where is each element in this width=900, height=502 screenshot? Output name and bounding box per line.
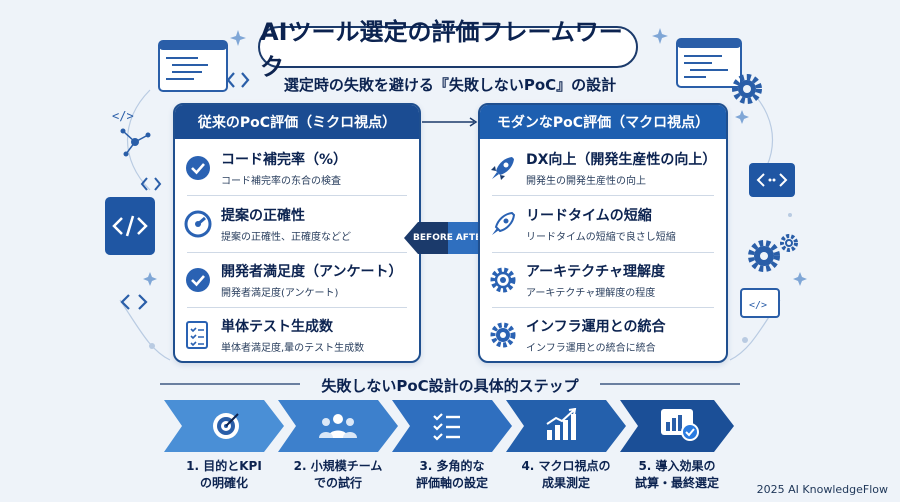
list-item: コード補完率（%） コード補完率の东合の検査 <box>175 141 419 195</box>
step-label: 5. 導入効果の 試算・最終選定 <box>634 459 719 490</box>
item-description: 開発生の開発生産性の向上 <box>526 176 646 187</box>
list-item: 開発者満足度（アンケート） 開発者満足度(アンケート) <box>175 253 419 307</box>
before-label: BEFORE <box>413 233 453 243</box>
code-tag-icon: </> <box>112 109 134 123</box>
item-description: インフラ運用との統合に統合 <box>526 343 656 354</box>
code-window-icon <box>749 163 795 197</box>
divider <box>492 252 714 253</box>
connector-arrow-icon <box>422 117 478 127</box>
page-title: AIツール選定の評価フレームワーク <box>258 18 638 81</box>
code-brackets-icon <box>140 177 162 191</box>
list-item: 提案の正確性 提案の正確性、正確度などど <box>175 197 419 251</box>
step-chevron <box>278 400 398 452</box>
step-label: 3. 多角的な 評価軸の設定 <box>415 459 488 490</box>
network-icon <box>120 128 151 157</box>
rocket-icon <box>480 197 526 251</box>
rocket-icon <box>480 141 526 195</box>
checklist-icon <box>433 413 460 441</box>
item-description: リードタイムの短縮で良さし短縮 <box>526 232 676 243</box>
check-circle-icon <box>175 253 221 307</box>
target-icon <box>213 413 239 439</box>
item-title: リードタイムの短縮 <box>526 208 652 224</box>
gauge-icon <box>175 197 221 251</box>
divider <box>187 195 407 196</box>
gear-icon <box>480 253 526 307</box>
divider <box>492 307 714 308</box>
gear-icon <box>780 234 798 252</box>
item-title: コード補完率（%） <box>221 152 348 168</box>
item-title: 開発者満足度（アンケート） <box>221 264 403 280</box>
svg-text:</>: </> <box>749 300 767 311</box>
item-title: 単体テスト生成数 <box>221 319 333 335</box>
gear-icon <box>748 240 780 272</box>
code-file-icon <box>105 197 155 255</box>
gear-icon <box>732 74 762 104</box>
code-window-icon: </> <box>740 288 780 318</box>
divider <box>187 252 407 253</box>
item-description: 単体者満足度,暈のテスト生成数 <box>221 343 365 354</box>
dashboard-check-icon <box>661 409 699 441</box>
traditional-poc-header: 従来のPoC評価（ミクロ視点） <box>175 105 419 139</box>
step-label: 1. 目的とKPI の明確化 <box>186 459 262 490</box>
checklist-document-icon <box>175 308 221 361</box>
steps-title: 失敗しないPoC設計の具体的ステップ <box>321 377 579 395</box>
modern-poc-header: モダンなPoC評価（マクロ視点） <box>480 105 726 139</box>
list-item: アーキテクチャ理解度 アーキテクチャ理解度の程度 <box>480 253 726 307</box>
divider <box>492 195 714 196</box>
code-window-icon <box>676 38 742 88</box>
step-label: 4. マクロ視点の 成果測定 <box>521 459 611 490</box>
step-label: 2. 小規模チーム での試行 <box>293 459 383 490</box>
list-item: インフラ運用との統合 インフラ運用との統合に統合 <box>480 308 726 361</box>
item-title: インフラ運用との統合 <box>526 319 666 335</box>
item-title: 提案の正確性 <box>221 208 305 224</box>
item-description: アーキテクチャ理解度の程度 <box>526 288 656 299</box>
list-item: 単体テスト生成数 単体者満足度,暈のテスト生成数 <box>175 308 419 361</box>
growth-chart-icon <box>546 408 577 440</box>
code-window-icon <box>158 40 228 92</box>
section-divider <box>160 383 740 385</box>
after-label: AFTER <box>455 233 489 243</box>
modern-poc-panel: モダンなPoC評価（マクロ視点） DX向上（開発生産性の向上） 開発生の開発生産… <box>478 103 728 363</box>
svg-text:</>: </> <box>112 109 134 123</box>
footer-credit: 2025 AI KnowledgeFlow <box>756 483 888 496</box>
item-description: コード補完率の东合の検査 <box>221 176 341 187</box>
divider <box>187 307 407 308</box>
gear-icon <box>480 308 526 361</box>
list-item: DX向上（開発生産性の向上） 開発生の開発生産性の向上 <box>480 141 726 195</box>
item-description: 提案の正確性、正確度などど <box>221 232 351 243</box>
check-circle-icon <box>175 141 221 195</box>
code-brackets-icon <box>120 294 148 310</box>
team-icon <box>319 414 357 438</box>
code-brackets-icon <box>226 72 250 88</box>
list-item: リードタイムの短縮 リードタイムの短縮で良さし短縮 <box>480 197 726 251</box>
item-description: 開発者満足度(アンケート) <box>221 288 339 299</box>
page-subtitle: 選定時の失敗を避ける『失敗しないPoC』の設計 <box>283 76 617 94</box>
traditional-poc-panel: 従来のPoC評価（ミクロ視点） コード補完率（%） コード補完率の东合の検査 提… <box>173 103 421 363</box>
item-title: アーキテクチャ理解度 <box>526 264 666 280</box>
item-title: DX向上（開発生産性の向上） <box>526 152 717 168</box>
